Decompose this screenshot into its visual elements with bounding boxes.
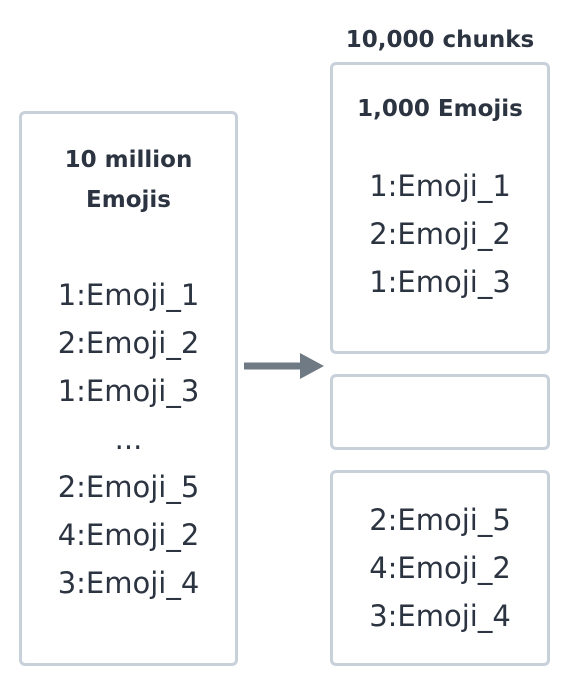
- arrow-right-icon: [244, 353, 324, 379]
- list-item: 1:Emoji_3: [57, 374, 200, 408]
- list-item: 2:Emoji_5: [369, 503, 511, 537]
- chunk-box-last: 2:Emoji_5 4:Emoji_2 3:Emoji_4: [330, 470, 550, 666]
- list-item: 2:Emoji_5: [57, 470, 200, 504]
- arrow-head: [300, 353, 324, 379]
- list-item: 3:Emoji_4: [369, 599, 511, 633]
- list-item: ...: [114, 422, 143, 456]
- list-item: 1:Emoji_3: [369, 265, 511, 299]
- list-item: 1:Emoji_1: [369, 169, 511, 203]
- list-item: 4:Emoji_2: [57, 518, 200, 552]
- source-box: 10 million Emojis 1:Emoji_1 2:Emoji_2 1:…: [19, 111, 238, 666]
- list-item: 4:Emoji_2: [369, 551, 511, 585]
- list-item: 1:Emoji_1: [57, 278, 200, 312]
- chunk-title: 1,000 Emojis: [357, 96, 523, 122]
- chunk-box-first: 1,000 Emojis 1:Emoji_1 2:Emoji_2 1:Emoji…: [330, 62, 550, 354]
- source-title: 10 million Emojis: [22, 140, 235, 220]
- chunks-label: 10,000 chunks: [345, 27, 535, 53]
- source-title-line2: Emojis: [86, 187, 171, 213]
- source-list: 1:Emoji_1 2:Emoji_2 1:Emoji_3 ... 2:Emoj…: [22, 271, 235, 607]
- list-item: 2:Emoji_2: [369, 217, 511, 251]
- chunk-first-list: 1:Emoji_1 2:Emoji_2 1:Emoji_3: [333, 162, 547, 306]
- source-title-line1: 10 million: [64, 147, 193, 173]
- chunk-box-middle: [330, 374, 550, 450]
- chunk-last-list: 2:Emoji_5 4:Emoji_2 3:Emoji_4: [333, 496, 547, 640]
- list-item: 3:Emoji_4: [57, 566, 200, 600]
- list-item: 2:Emoji_2: [57, 326, 200, 360]
